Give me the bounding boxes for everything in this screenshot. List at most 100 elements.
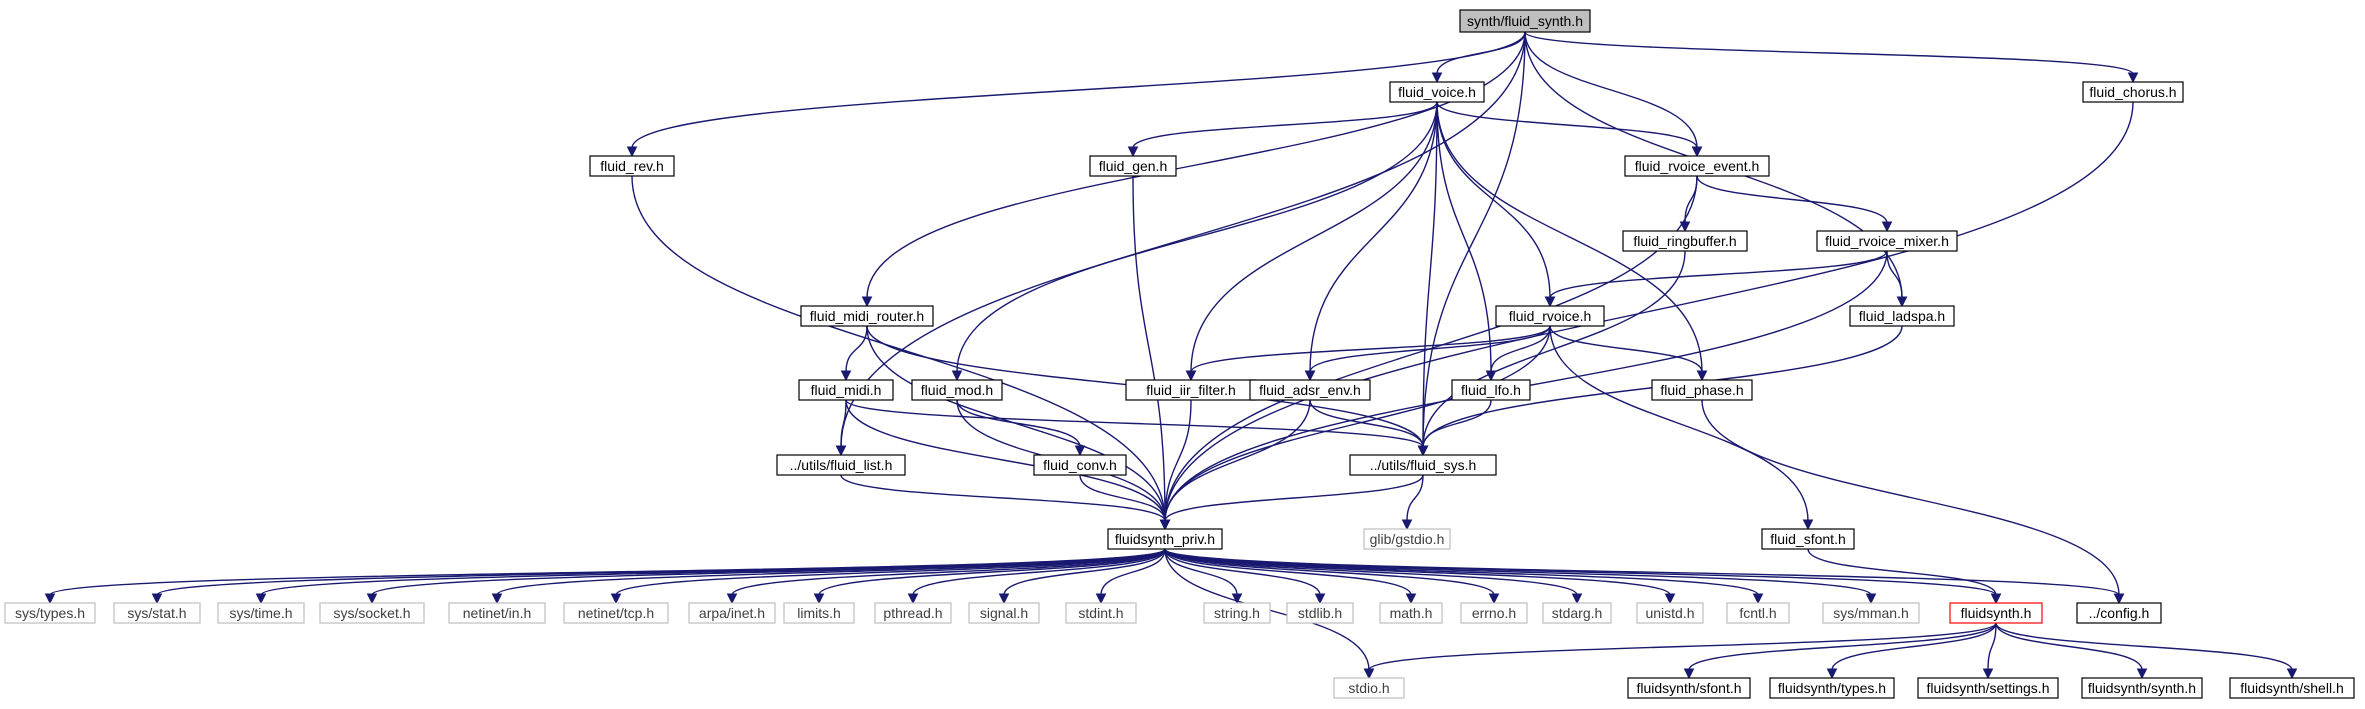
node-mod[interactable]: fluid_mod.h — [911, 379, 1003, 401]
node-box — [1917, 677, 2059, 699]
node-fsshell[interactable]: fluidsynth/shell.h — [2229, 677, 2355, 699]
node-box — [2082, 81, 2184, 103]
edge-arrowhead — [813, 593, 825, 605]
node-box — [688, 602, 776, 624]
edge-priv-to-sysmman — [1164, 548, 1877, 605]
node-box — [2081, 677, 2203, 699]
node-midirouter[interactable]: fluid_midi_router.h — [800, 305, 934, 327]
node-label: fluid_rev.h — [600, 158, 664, 174]
node-box — [1495, 305, 1605, 327]
node-box — [563, 602, 669, 624]
node-box — [1460, 602, 1528, 624]
node-midi[interactable]: fluid_midi.h — [798, 379, 894, 401]
node-label: sys/types.h — [15, 605, 85, 621]
node-box — [1107, 528, 1223, 550]
node-fssfont[interactable]: fluidsynth/sfont.h — [1627, 677, 1751, 699]
edge-priv-to-limits — [813, 548, 1166, 605]
edge-arrowhead — [1314, 593, 1326, 605]
node-phase[interactable]: fluid_phase.h — [1651, 379, 1753, 401]
node-label: fluid_conv.h — [1043, 457, 1117, 473]
node-label: glib/gstdio.h — [1370, 531, 1445, 547]
edge-rvoice-to-lfo — [1485, 325, 1551, 382]
node-priv[interactable]: fluidsynth_priv.h — [1107, 528, 1223, 550]
node-config[interactable]: ../config.h — [2076, 602, 2162, 624]
node-sfont[interactable]: fluid_sfont.h — [1761, 528, 1855, 550]
node-box — [217, 602, 305, 624]
node-label: fluidsynth/types.h — [1778, 680, 1886, 696]
node-chorus[interactable]: fluid_chorus.h — [2082, 81, 2184, 103]
edge-ringbuf-to-sys — [1417, 250, 1686, 457]
node-box — [1286, 602, 1354, 624]
node-fssettings[interactable]: fluidsynth/settings.h — [1917, 677, 2059, 699]
node-box — [1761, 528, 1855, 550]
edge-fluidsynth-to-fssfont — [1683, 622, 1997, 680]
node-label: pthread.h — [883, 605, 942, 621]
node-box — [1542, 602, 1612, 624]
node-label: fcntl.h — [1739, 605, 1776, 621]
edge-rvmixer-to-ladspa — [1886, 250, 1908, 308]
node-unistd: unistd.h — [1636, 602, 1704, 624]
node-conv[interactable]: fluid_conv.h — [1033, 454, 1127, 476]
node-label: stdio.h — [1348, 680, 1389, 696]
nodes-layer: synth/fluid_synth.h fluid_voice.h fluid_ch… — [4, 9, 2355, 699]
node-ringbuf[interactable]: fluid_ringbuffer.h — [1622, 230, 1748, 252]
edge-priv-to-unistd — [1164, 548, 1676, 605]
node-box — [1459, 9, 1591, 33]
node-ladspa[interactable]: fluid_ladspa.h — [1849, 305, 1955, 327]
node-label: fluidsynth_priv.h — [1115, 531, 1215, 547]
node-fssynth[interactable]: fluidsynth/synth.h — [2081, 677, 2203, 699]
edge-arrowhead — [840, 370, 852, 382]
node-label: fluid_sfont.h — [1770, 531, 1846, 547]
node-box — [1636, 602, 1704, 624]
node-gen[interactable]: fluid_gen.h — [1089, 155, 1177, 177]
edge-priv-to-stdlib — [1164, 548, 1326, 605]
node-box — [776, 454, 906, 476]
node-voice[interactable]: fluid_voice.h — [1389, 81, 1485, 103]
edge-arrowhead — [1363, 668, 1375, 680]
node-synth[interactable]: synth/fluid_synth.h — [1459, 9, 1591, 33]
node-systime: sys/time.h — [217, 602, 305, 624]
edge-voice-to-adsr — [1304, 101, 1438, 382]
node-fluidsynth[interactable]: fluidsynth.h — [1949, 602, 2043, 624]
edge-arrowhead — [1185, 370, 1197, 382]
node-label: fluid_phase.h — [1660, 382, 1743, 398]
node-box — [4, 602, 96, 624]
node-label: signal.h — [980, 605, 1028, 621]
node-rev[interactable]: fluid_rev.h — [589, 155, 675, 177]
node-label: fluidsynth/sfont.h — [1636, 680, 1741, 696]
edge-arrowhead — [1683, 668, 1695, 680]
node-fcntl: fcntl.h — [1726, 602, 1790, 624]
node-sys[interactable]: ../utils/fluid_sys.h — [1349, 454, 1497, 476]
node-label: fluid_midi.h — [811, 382, 882, 398]
node-box — [798, 379, 894, 401]
node-box — [1089, 155, 1177, 177]
edge-arrowhead — [610, 593, 622, 605]
edge-priv-to-config — [1164, 548, 2125, 605]
node-box — [2229, 677, 2355, 699]
edge-priv-to-stdarg — [1164, 548, 1583, 605]
edge-priv-to-stdint — [1095, 548, 1166, 605]
node-list[interactable]: ../utils/fluid_list.h — [776, 454, 906, 476]
node-iir[interactable]: fluid_iir_filter.h — [1125, 379, 1257, 401]
edge-arrowhead — [2286, 668, 2298, 680]
node-box — [1822, 602, 1920, 624]
node-box — [1849, 305, 1955, 327]
node-label: sys/time.h — [229, 605, 292, 621]
node-rvevent[interactable]: fluid_rvoice_event.h — [1624, 155, 1770, 177]
edge-arrowhead — [1074, 445, 1086, 457]
node-label: unistd.h — [1645, 605, 1694, 621]
edge-priv-to-signal — [998, 548, 1166, 605]
node-lfo[interactable]: fluid_lfo.h — [1451, 379, 1531, 401]
node-rvoice[interactable]: fluid_rvoice.h — [1495, 305, 1605, 327]
node-stdio: stdio.h — [1333, 677, 1405, 699]
node-adsr[interactable]: fluid_adsr_env.h — [1249, 379, 1371, 401]
edge-arrowhead — [491, 593, 503, 605]
edge-priv-to-nettcp — [610, 548, 1166, 605]
node-fstypes[interactable]: fluidsynth/types.h — [1769, 677, 1895, 699]
node-box — [1651, 379, 1753, 401]
edge-mod-to-conv — [956, 399, 1086, 457]
edge-list-to-priv — [840, 474, 1171, 531]
edge-arrowhead — [1127, 146, 1139, 158]
node-rvmixer[interactable]: fluid_rvoice_mixer.h — [1816, 230, 1958, 252]
edge-voice-to-gen — [1127, 101, 1438, 158]
